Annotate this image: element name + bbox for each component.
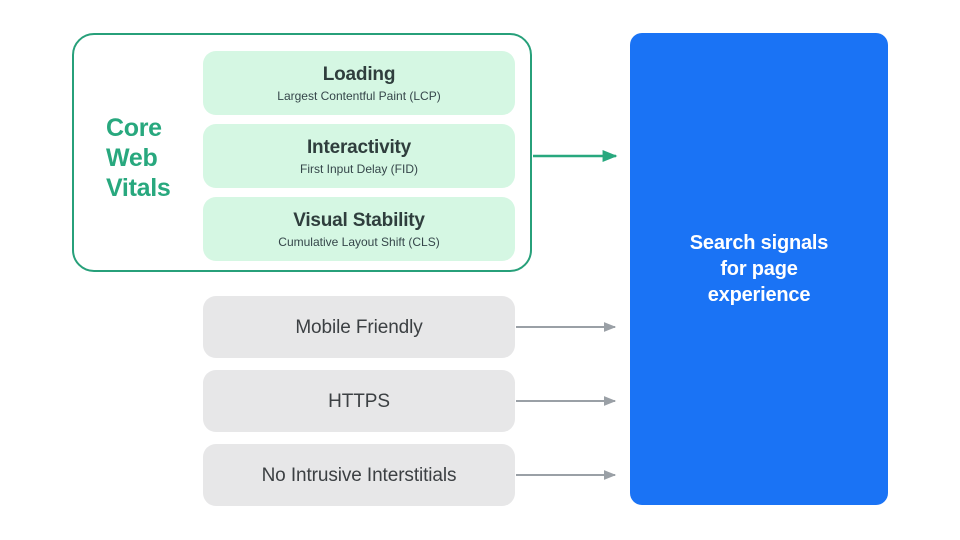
- vital-card-title: Interactivity: [306, 136, 412, 158]
- signal-box-label: HTTPS: [328, 390, 390, 412]
- vital-card-loading: Loading Largest Contentful Paint (LCP): [203, 51, 515, 115]
- vital-card-visual-stability: Visual Stability Cumulative Layout Shift…: [203, 197, 515, 261]
- signal-box-no-intrusive-interstitials: No Intrusive Interstitials: [203, 444, 515, 506]
- vital-card-title: Visual Stability: [293, 209, 425, 231]
- vital-card-interactivity: Interactivity First Input Delay (FID): [203, 124, 515, 188]
- signal-box-mobile-friendly: Mobile Friendly: [203, 296, 515, 358]
- signal-box-label: No Intrusive Interstitials: [261, 464, 457, 486]
- vital-card-subtitle: Cumulative Layout Shift (CLS): [278, 234, 440, 249]
- signal-box-label: Mobile Friendly: [295, 316, 423, 338]
- core-web-vitals-group-label: Core Web Vitals: [106, 114, 171, 202]
- vital-card-subtitle: Largest Contentful Paint (LCP): [277, 88, 441, 103]
- signal-box-https: HTTPS: [203, 370, 515, 432]
- vital-card-title: Loading: [322, 63, 396, 85]
- search-signals-panel: Search signals for page experience: [630, 33, 888, 505]
- vital-card-subtitle: First Input Delay (FID): [299, 161, 419, 176]
- search-signals-panel-text: Search signals for page experience: [689, 232, 829, 306]
